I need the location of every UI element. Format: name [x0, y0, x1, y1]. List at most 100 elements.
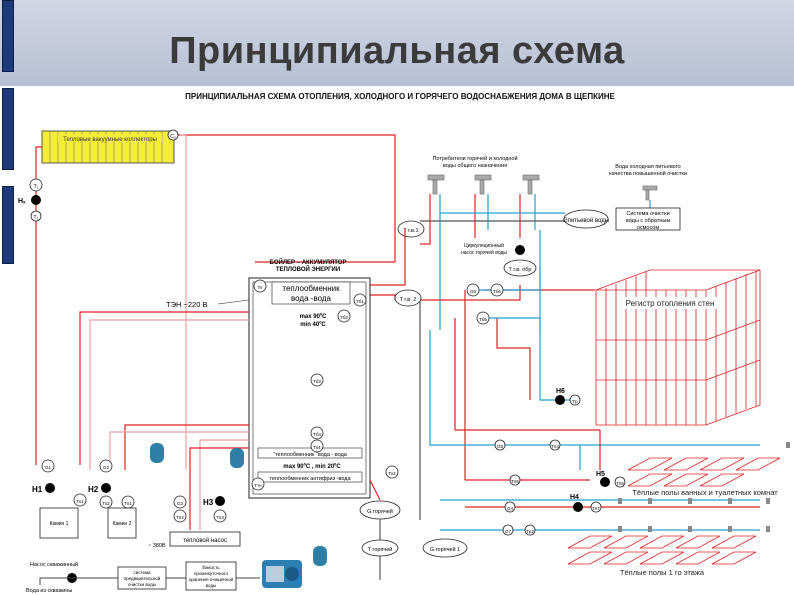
sensor-tk4-label: Tк4: [313, 445, 321, 450]
sensor-g2-label: G2: [103, 465, 110, 470]
sensor-thp-label: Tтн: [254, 483, 262, 488]
h4-label: H4: [570, 494, 579, 501]
g-drink-meter: [563, 209, 609, 229]
boiler-supply-lines: [370, 229, 600, 520]
sensor-tb1: [353, 293, 367, 307]
wall-register: [595, 269, 761, 426]
purify-label-3: осмосом: [637, 225, 660, 231]
purify-box: [615, 207, 681, 231]
slide-title: Принципиальная схема: [169, 30, 625, 72]
kamin1-label: Камин 1: [50, 521, 69, 527]
h4-pump-icon: [573, 502, 583, 512]
floor-mats-first: [567, 535, 757, 565]
h6-pump-icon: [555, 395, 565, 405]
sensor-tk-hp-label: Tп2: [176, 515, 184, 520]
sensor-treg2: [524, 524, 536, 536]
t-gv2-sensor: [394, 289, 422, 307]
sensor-c2: [167, 129, 179, 141]
floor-bath-label: Тёплые полы ванных и туалетных комнат: [632, 488, 778, 497]
pump-hx-label: Hₓ: [18, 198, 26, 205]
fireplace-piping: [79, 311, 249, 530]
well-water-label: Вода из скважины: [26, 588, 72, 594]
tank-label-2: промежуточного: [194, 571, 229, 576]
sensor-tp6-label: Tп6: [616, 481, 624, 486]
sensor-tk-top: [253, 279, 267, 293]
sensor-g-kamin2-label: Tп1: [124, 501, 132, 506]
sensor-tk-top-label: Tк: [258, 285, 263, 290]
sensor-treg2-label: Tр2: [526, 529, 534, 534]
coarse-label-2: предварительной: [124, 575, 161, 581]
sensor-tb1-label: Tб1: [356, 299, 364, 304]
heating-schematic: ПРИНЦИПИАЛЬНАЯ СХЕМА ОТОПЛЕНИЯ, ХОЛОДНОГ…: [18, 92, 790, 594]
t-hot-label: T горячей: [368, 546, 393, 553]
tank-label-4: воды: [206, 583, 217, 588]
circ-pump-label-1: Циркуляционный: [464, 242, 504, 249]
sensor-tb5b: [476, 311, 490, 325]
sensor-tb6: [490, 283, 504, 297]
h2-pump-icon: [101, 483, 111, 493]
min40-label: min 40ºC: [300, 322, 326, 328]
coarse-filter-box: [117, 566, 167, 590]
consumer-pipes: [420, 194, 600, 330]
h3-label: H3: [203, 498, 214, 507]
sensor-tp6: [614, 476, 626, 488]
cold-water-tap-icon: [642, 185, 658, 201]
kamin2-box: [107, 507, 137, 539]
cold-water-label-2: качества повышенной очистки: [609, 170, 687, 177]
sensor-tk1-label: Tк1: [76, 499, 84, 504]
sensor-c2b-label: T₂: [34, 215, 39, 221]
register-label-bg: [622, 297, 720, 309]
sensor-tb5b-label: Tб5: [479, 317, 487, 322]
g-drink-label: Gпитьевой воды: [563, 217, 609, 224]
sensor-tp7: [590, 501, 602, 513]
collector-label: Тепловые вакуумные коллекторы: [63, 137, 157, 143]
sensor-tb4-label: Tб4: [313, 432, 321, 437]
v380-label: ~ 380В: [148, 543, 166, 549]
sensor-t1-label: T₁: [34, 184, 39, 190]
h5-pump-icon: [600, 477, 610, 487]
floor-mat-valves: [618, 442, 790, 532]
sensor-tk2-label: Tк2: [102, 501, 110, 506]
ten-lead: [217, 299, 250, 305]
h1-label: H1: [32, 485, 43, 494]
collector-piping: [35, 134, 396, 470]
tank-box: [185, 561, 237, 591]
sensor-g3-label: G3: [177, 501, 184, 506]
hx-floor-label: "теплообменник "вода - вода: [273, 452, 348, 458]
sensor-tk2: [99, 495, 113, 509]
sensor-tk4: [310, 439, 324, 453]
collector-pump-icon: [31, 195, 41, 205]
sensor-tb5-label: G6: [470, 289, 477, 294]
sensor-t1: [29, 178, 43, 192]
g-hot-main-label: G горячей 1: [430, 546, 460, 553]
sensor-g7: [502, 524, 514, 536]
sensor-g5-label: G5: [497, 444, 504, 449]
sensor-c2-label: C₂: [170, 134, 176, 140]
sensor-tk3: [385, 465, 399, 479]
coarse-label-1: система: [133, 570, 151, 575]
sensor-tb5: [466, 283, 480, 297]
kamin1-box: [39, 507, 79, 539]
t-gv-obr-label: T г.в. обр: [509, 267, 532, 273]
sensor-g2: [99, 459, 113, 473]
sensor-c2b: [30, 210, 42, 222]
hx-label-2: вода -вода: [291, 294, 332, 303]
sensor-thp: [251, 477, 265, 491]
sensor-tp5-label: Tп5: [511, 479, 519, 484]
floor-first-label: Тёплые полы 1 го этажа: [620, 568, 705, 577]
sensor-tb4: [310, 426, 324, 440]
max90-min20-label: max 90ºC , min 20ºC: [283, 464, 341, 470]
tank-label-1: Ёмкость: [202, 564, 220, 570]
sensor-g4: [504, 501, 516, 513]
heat-pump-box: [169, 531, 241, 547]
t-gv2-label: T г.в. 2: [400, 297, 417, 303]
ten-label: ТЭН ~220 В: [166, 300, 207, 309]
sensor-tb-hp-label: Tп3: [216, 515, 224, 520]
max90-label: max 90ºC: [300, 314, 328, 320]
sensor-tp7-label: Tп7: [592, 506, 600, 511]
sensor-tb2: [337, 309, 351, 323]
booster-pump-icon: [262, 560, 302, 588]
sensor-treg-label: Tр: [572, 399, 578, 404]
sensor-g1: [41, 459, 55, 473]
circ-pump-label-2: насос горячей воды: [461, 249, 507, 256]
